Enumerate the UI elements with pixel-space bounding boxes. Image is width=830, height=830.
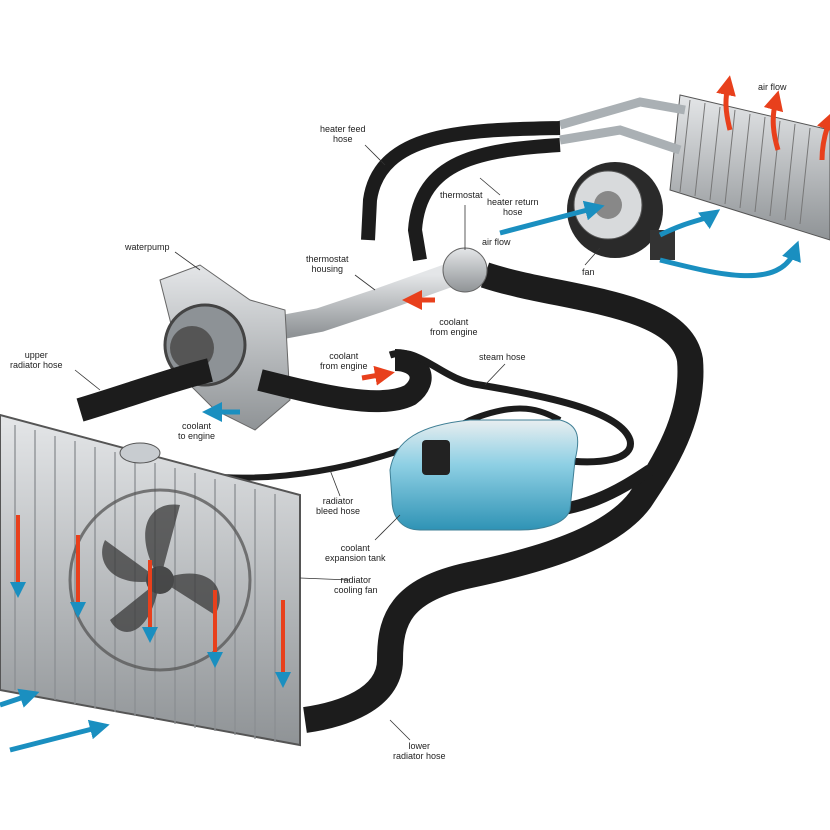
- label-coolant-from-engine-thermostat: coolant from engine: [430, 317, 478, 337]
- label-coolant-expansion-tank: coolant expansion tank: [325, 543, 386, 563]
- heater-return-hose: [407, 138, 561, 262]
- label-radiator-cooling-fan: radiator cooling fan: [334, 575, 378, 595]
- label-fan: fan: [582, 267, 595, 277]
- coolant-expansion-tank: [389, 419, 579, 531]
- label-coolant-to-engine: coolant to engine: [178, 421, 216, 441]
- label-thermostat-housing: thermostat housing: [306, 254, 349, 274]
- label-air-flow-fan: air flow: [482, 237, 511, 247]
- radiator-cap: [119, 442, 161, 464]
- heater-fan: [567, 162, 675, 260]
- label-heater-return-hose: heater return hose: [487, 197, 539, 217]
- label-thermostat: thermostat: [440, 190, 483, 200]
- thermostat: [442, 247, 488, 293]
- lower-radiator-hose: [303, 262, 704, 733]
- waterpump: [159, 264, 291, 431]
- steam-hose: [388, 349, 634, 466]
- label-waterpump: waterpump: [125, 242, 170, 252]
- label-lower-radiator-hose: lower radiator hose: [393, 741, 446, 761]
- heater-core: [669, 94, 830, 241]
- heater-feed-hose: [361, 121, 561, 241]
- label-heater-feed-hose: heater feed hose: [320, 124, 366, 144]
- label-upper-radiator-hose: upper radiator hose: [10, 350, 63, 370]
- label-radiator-bleed-hose: radiator bleed hose: [316, 496, 361, 516]
- label-coolant-from-engine-hose: coolant from engine: [320, 351, 368, 371]
- radiator-cooling-fan: [68, 488, 252, 672]
- label-steam-hose: steam hose: [479, 352, 526, 362]
- label-air-flow-heater: air flow: [758, 82, 787, 92]
- upper-radiator-hose: [76, 358, 213, 422]
